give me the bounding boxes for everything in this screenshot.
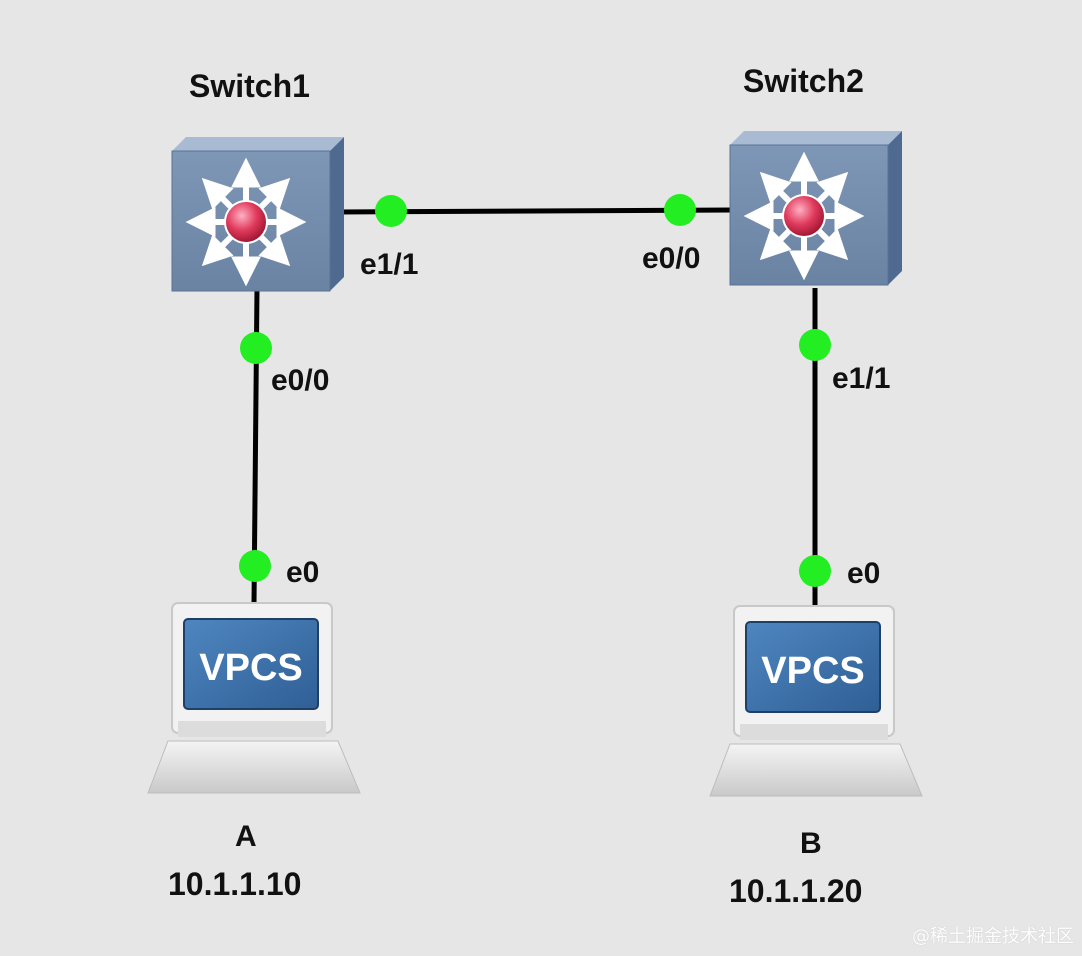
port-label-sw1-e1-1: e1/1 (360, 248, 419, 281)
switch1-label: Switch1 (189, 68, 310, 104)
host-b-screen-label: VPCS (761, 650, 864, 692)
switch1-led-icon (224, 200, 268, 244)
host-b-computer-icon[interactable]: VPCS (709, 605, 923, 797)
host-b-name: B (800, 827, 822, 860)
port-label-sw2-e1-1: e1/1 (832, 362, 891, 395)
switch1-icon[interactable] (171, 137, 344, 292)
sw2-e1-1-status-dot (799, 329, 831, 361)
port-label-host-b-e0: e0 (847, 557, 881, 590)
port-label-sw2-e0-0: e0/0 (642, 242, 701, 275)
port-label-host-a-e0: e0 (286, 556, 320, 589)
host-b-e0-status-dot (799, 555, 831, 587)
host-a-screen-label: VPCS (199, 647, 302, 689)
watermark-text: @稀土掘金技术社区 (912, 926, 1074, 947)
host-a-ip: 10.1.1.10 (168, 866, 302, 902)
switch2-led-icon (782, 194, 826, 238)
host-a-name: A (235, 820, 257, 853)
host-b-ip: 10.1.1.20 (729, 873, 863, 909)
link-status-dots (239, 194, 831, 587)
host-a-computer-icon[interactable]: VPCS (147, 602, 361, 794)
switch2-icon[interactable] (729, 131, 902, 286)
sw1-e0-0-status-dot (240, 332, 272, 364)
switch1-arrows-icon (185, 157, 307, 287)
port-label-sw1-e0-0: e0/0 (271, 364, 330, 397)
sw2-e0-0-status-dot (664, 194, 696, 226)
switch2-arrows-icon (743, 151, 865, 281)
switch2-label: Switch2 (743, 63, 864, 99)
host-a-e0-status-dot (239, 550, 271, 582)
sw1-e1-1-status-dot (375, 195, 407, 227)
